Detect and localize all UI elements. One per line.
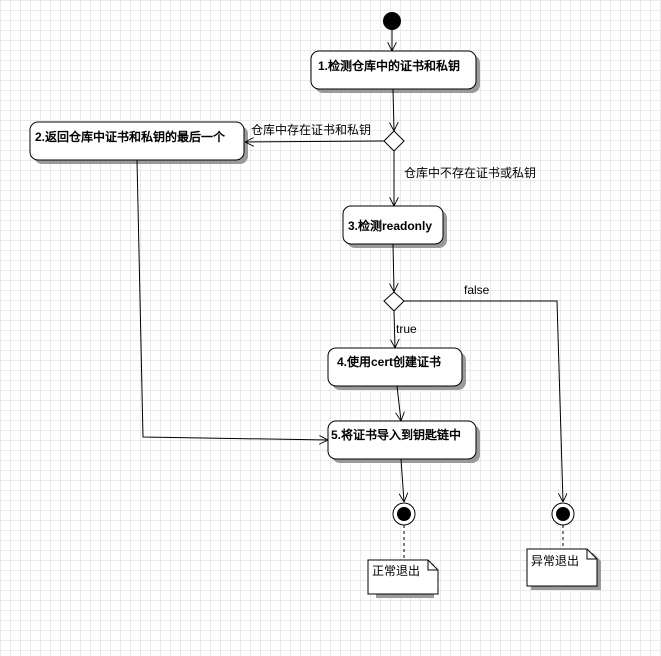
guard-label-true: true — [396, 322, 417, 336]
edge-false-abnormal-end — [404, 300, 563, 502]
guard-label-exists: 仓库中存在证书和私钥 — [251, 122, 371, 137]
action-node-step4[interactable]: 4.使用cert创建证书 — [327, 347, 466, 390]
action-node-step3[interactable]: 3.检测readonly — [342, 205, 447, 248]
action-node-step5[interactable]: 5.将证书导入到钥匙链中 — [327, 420, 480, 463]
note-normal-exit: 正常退出 — [367, 559, 439, 598]
note-text-normal-exit: 正常退出 — [372, 564, 420, 578]
edge-step5-normal-end — [401, 458, 404, 502]
action-label-step3: 3.检测readonly — [348, 218, 432, 233]
edge-step2-step5 — [136, 159, 328, 440]
guard-label-not-exists: 仓库中不存在证书或私钥 — [404, 165, 536, 180]
edge-step3-decision2 — [393, 243, 394, 292]
decision-node-readonly — [383, 291, 405, 312]
initial-node — [383, 12, 401, 30]
note-text-abnormal-exit: 异常退出 — [531, 554, 579, 568]
final-node-abnormal — [551, 502, 575, 526]
action-node-step1[interactable]: 1.检测仓库中的证书和私钥 — [310, 50, 480, 93]
edge-decision-step2 — [245, 141, 385, 142]
guard-label-false: false — [464, 283, 490, 297]
edge-true-step4 — [394, 310, 395, 348]
action-label-step2: 2.返回仓库中证书和私钥的最后一个 — [35, 129, 226, 144]
decision-node-repository — [383, 130, 405, 152]
action-node-step2[interactable]: 2.返回仓库中证书和私钥的最后一个 — [29, 121, 248, 164]
action-label-step5: 5.将证书导入到钥匙链中 — [331, 427, 461, 442]
edge-step4-step5 — [397, 385, 401, 421]
action-label-step1: 1.检测仓库中的证书和私钥 — [318, 58, 460, 73]
note-abnormal-exit: 异常退出 — [526, 548, 601, 590]
final-node-normal — [392, 502, 416, 526]
action-label-step4: 4.使用cert创建证书 — [337, 354, 441, 369]
edge-step1-decision — [393, 88, 394, 131]
